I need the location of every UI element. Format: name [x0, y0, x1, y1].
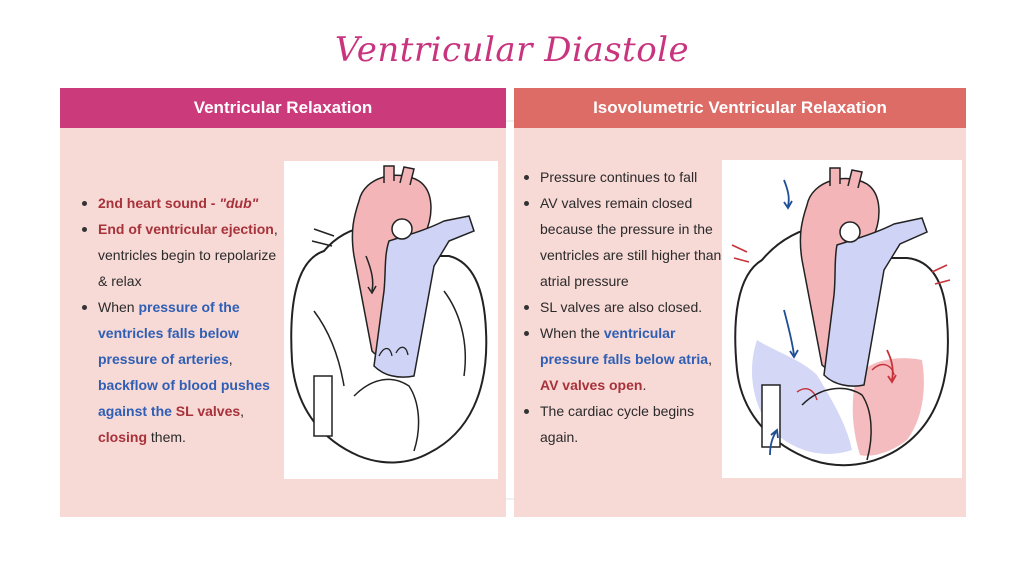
flow-arrow-head [367, 285, 377, 295]
panel-ventricular-relaxation: Ventricular Relaxation 2nd heart sound -… [60, 88, 506, 517]
bullet-text: "dub" [219, 195, 259, 211]
pulmonary-artery [823, 217, 928, 387]
list-item: End of ventricular ejection, ventricles … [82, 216, 280, 294]
bullet-text: . [642, 377, 647, 393]
heart-diagram-svg [290, 165, 488, 464]
list-item: SL valves are also closed. [524, 294, 728, 320]
bullet-text: , ventricles begin to repolarize & relax [98, 221, 278, 289]
chamber-line [443, 290, 467, 377]
septum-line [353, 378, 420, 452]
aortic-branch [847, 169, 863, 189]
flow-arrow-head [770, 428, 779, 439]
page-title: Ventricular Diastole [334, 30, 690, 70]
aortic-branch [383, 165, 395, 183]
list-item: The cardiac cycle begins again. [524, 398, 728, 450]
list-item: 2nd heart sound - "dub" [82, 190, 280, 216]
flow-arrow [365, 255, 374, 292]
list-item: Pressure continues to fall [524, 164, 728, 190]
panel-header: Ventricular Relaxation [60, 88, 506, 128]
bullet-text: Pressure continues to fall [540, 169, 698, 185]
bullet-text: , [708, 351, 712, 367]
bullet-text: , [240, 403, 245, 419]
flow-arrow [886, 349, 894, 381]
bullet-text: them. [147, 429, 186, 445]
bullet-text: SL valves [175, 403, 241, 419]
aortic-arch-ring [839, 221, 861, 243]
heart-illustration [722, 160, 962, 478]
flow-arrow [931, 264, 951, 285]
flow-arrow [783, 179, 790, 207]
bullet-text: , [228, 351, 233, 367]
vessel-stub [311, 228, 335, 247]
aortic-branch [399, 166, 415, 186]
chamber-line [313, 310, 345, 387]
bullet-text: 2nd heart sound - [98, 195, 220, 211]
list-item: When the ventricular pressure falls belo… [524, 320, 728, 398]
heart-illustration [284, 161, 498, 479]
bullet-text: closing [98, 429, 148, 445]
vena-cava [313, 375, 333, 437]
heart-diagram-svg [731, 167, 951, 467]
bullet-text: AV valves open [540, 377, 643, 393]
list-item: When pressure of the ventricles falls be… [82, 294, 280, 450]
bullet-text: When [98, 299, 139, 315]
bullet-text: AV valves remain closed because the pres… [540, 195, 722, 289]
sl-valve [378, 346, 409, 357]
chamber-line [801, 387, 872, 461]
bullet-text: When the [540, 325, 604, 341]
flow-arrow-head [789, 349, 799, 359]
pulmonary-artery [373, 215, 475, 378]
flow-arrow [783, 309, 795, 356]
bullet-text: backflow of blood pushes against the [98, 377, 270, 419]
flow-arrow-head [783, 200, 793, 210]
bullet-text: SL valves are also closed. [540, 299, 703, 315]
bullet-text: The cardiac cycle begins again. [540, 403, 695, 445]
flow-arrow [731, 244, 750, 263]
bullet-text: pressure of the ventricles falls below p… [98, 299, 240, 367]
flow-arrow-head [887, 374, 897, 384]
av-valve [796, 363, 895, 401]
list-item: AV valves remain closed because the pres… [524, 190, 728, 294]
bullet-text: End of ventricular ejection [98, 221, 274, 237]
aortic-arch-ring [391, 218, 413, 240]
panel-isovolumetric-relaxation: Isovolumetric Ventricular Relaxation Pre… [514, 88, 966, 517]
panel-header: Isovolumetric Ventricular Relaxation [514, 88, 966, 128]
bullet-list: Pressure continues to fall AV valves rem… [524, 164, 728, 450]
flow-arrow [769, 431, 777, 456]
bullet-list: 2nd heart sound - "dub" End of ventricul… [82, 190, 280, 450]
bullet-text: ventricular pressure falls below atria [540, 325, 709, 367]
aortic-branch [829, 167, 841, 186]
